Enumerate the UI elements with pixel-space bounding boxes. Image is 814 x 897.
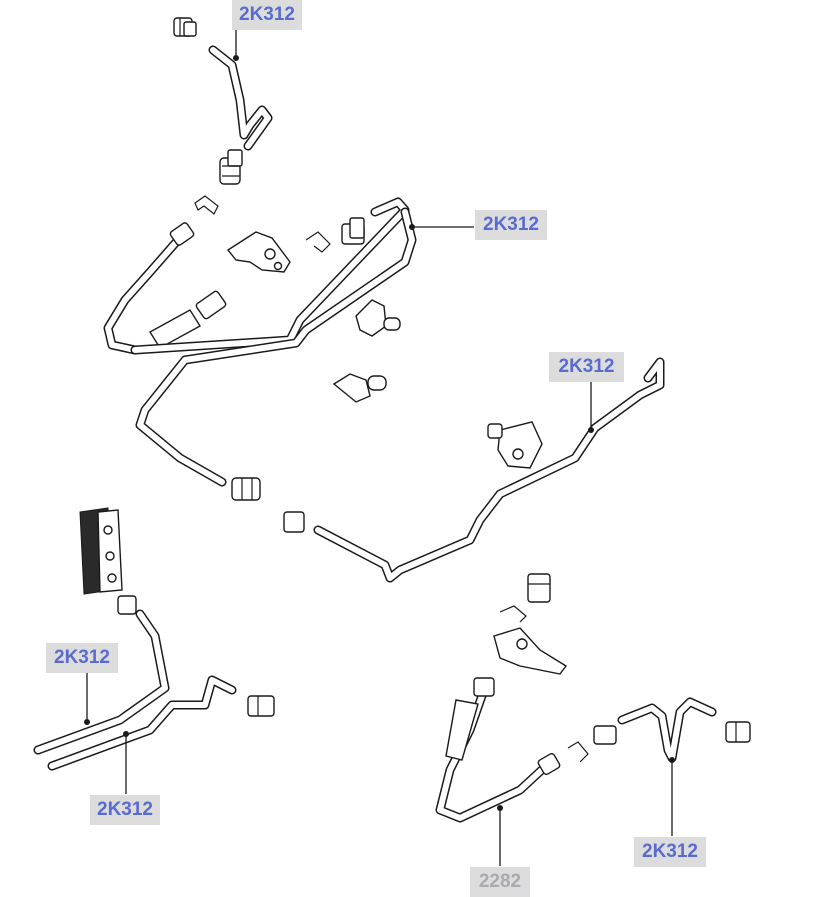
top-nut bbox=[173, 17, 197, 37]
flex-hose-left bbox=[103, 222, 227, 355]
nut-bottom-main bbox=[231, 477, 261, 501]
nut-right-lower bbox=[283, 511, 305, 533]
callout-label: 2K312 bbox=[90, 795, 160, 825]
main-long-pipe bbox=[130, 197, 417, 487]
right-long-pipe bbox=[313, 357, 665, 583]
bracket-block-left bbox=[79, 507, 123, 595]
bracket-clip-center-2 bbox=[332, 373, 387, 403]
nut-bottom-right-a bbox=[593, 725, 617, 745]
fitting-top bbox=[219, 149, 243, 185]
leader-lines bbox=[84, 30, 675, 866]
callout-label: 2K312 bbox=[475, 210, 547, 240]
nut-bottom-right-top bbox=[527, 573, 551, 603]
nut-mid bbox=[341, 217, 365, 245]
clip-top-left bbox=[194, 195, 219, 215]
bracket-clip-center bbox=[355, 299, 401, 337]
clip-bottom-right-2 bbox=[567, 741, 589, 763]
bracket-bottom-right bbox=[493, 627, 568, 675]
nut-lower-left-2 bbox=[247, 695, 275, 717]
lower-left-pipes bbox=[33, 609, 237, 771]
pipe-bottom-right bbox=[617, 697, 717, 763]
mounting-bracket-left bbox=[226, 231, 291, 273]
callout-label: 2282 bbox=[470, 867, 530, 897]
bracket-right bbox=[487, 421, 543, 469]
clip-mid bbox=[305, 231, 331, 253]
clip-bottom-right bbox=[499, 605, 527, 623]
flex-hose-bottom-right bbox=[435, 677, 561, 823]
callout-label: 2K312 bbox=[634, 837, 706, 867]
nut-lower-left bbox=[117, 595, 137, 615]
callout-label: 2K312 bbox=[232, 0, 302, 30]
callout-label: 2K312 bbox=[549, 352, 624, 382]
top-short-pipe bbox=[208, 45, 273, 151]
callout-label: 2K312 bbox=[46, 643, 118, 673]
nut-bottom-right-b bbox=[725, 721, 751, 743]
